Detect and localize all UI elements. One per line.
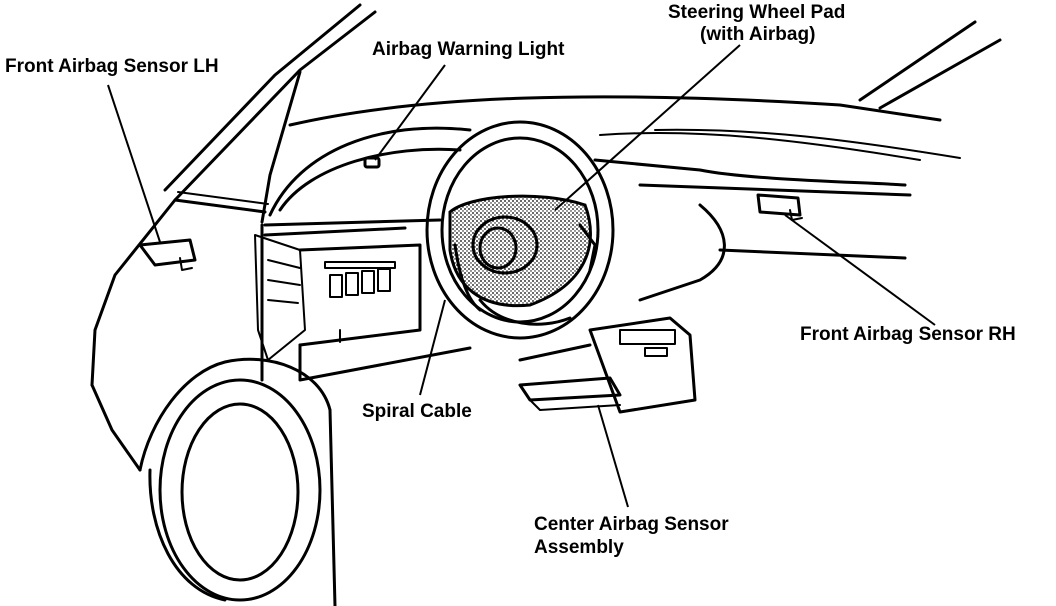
front-sensor-rh-part xyxy=(756,193,803,221)
label-center-sensor-sub: Assembly xyxy=(534,537,624,558)
center-sensor-module xyxy=(518,376,622,402)
steering-wheel-rim-outer xyxy=(425,120,615,340)
a-pillar-outer xyxy=(90,10,377,387)
tire xyxy=(158,378,322,602)
leader-steering-pad xyxy=(554,44,741,211)
leader-center-sensor xyxy=(597,404,629,508)
door-frame-panel xyxy=(254,234,306,361)
leader-spiral-cable xyxy=(419,299,446,396)
door-top-edge xyxy=(173,198,267,214)
switch-1 xyxy=(329,274,343,298)
label-front-sensor-rh: Front Airbag Sensor RH xyxy=(800,324,1016,345)
label-front-sensor-lh: Front Airbag Sensor LH xyxy=(5,56,219,77)
airbag-warning-light-indicator xyxy=(363,156,381,169)
switch-2 xyxy=(345,272,359,296)
leader-warning-light xyxy=(374,64,446,161)
leader-front-sensor-rh xyxy=(784,214,936,326)
label-center-sensor: Center Airbag Sensor xyxy=(534,514,729,535)
label-spiral-cable: Spiral Cable xyxy=(362,401,472,422)
wheel-rim xyxy=(180,402,300,582)
dash-bulge xyxy=(638,203,726,302)
label-steering-wheel-pad: Steering Wheel Pad xyxy=(668,2,845,23)
windshield-edge xyxy=(260,70,302,224)
dashboard xyxy=(260,126,912,382)
label-steering-wheel-pad-sub: (with Airbag) xyxy=(700,24,815,45)
console-box xyxy=(588,316,697,414)
a-pillar-inner xyxy=(163,3,362,192)
switch-3 xyxy=(361,270,375,294)
switch-4 xyxy=(377,268,391,292)
car-body xyxy=(90,3,377,606)
steering-wheel xyxy=(425,120,615,340)
label-airbag-warning-light: Airbag Warning Light xyxy=(372,39,565,60)
center-console xyxy=(298,243,422,347)
front-fender-edge xyxy=(90,383,142,472)
windshield-lines xyxy=(288,20,1002,161)
leader-front-sensor-lh xyxy=(107,84,161,243)
dash-top-line xyxy=(593,158,907,187)
front-sensor-lh-part xyxy=(138,238,197,271)
steering-wheel-pad-airbag xyxy=(448,194,592,308)
center-sensor-part xyxy=(518,316,697,414)
instrument-hood xyxy=(268,126,472,217)
